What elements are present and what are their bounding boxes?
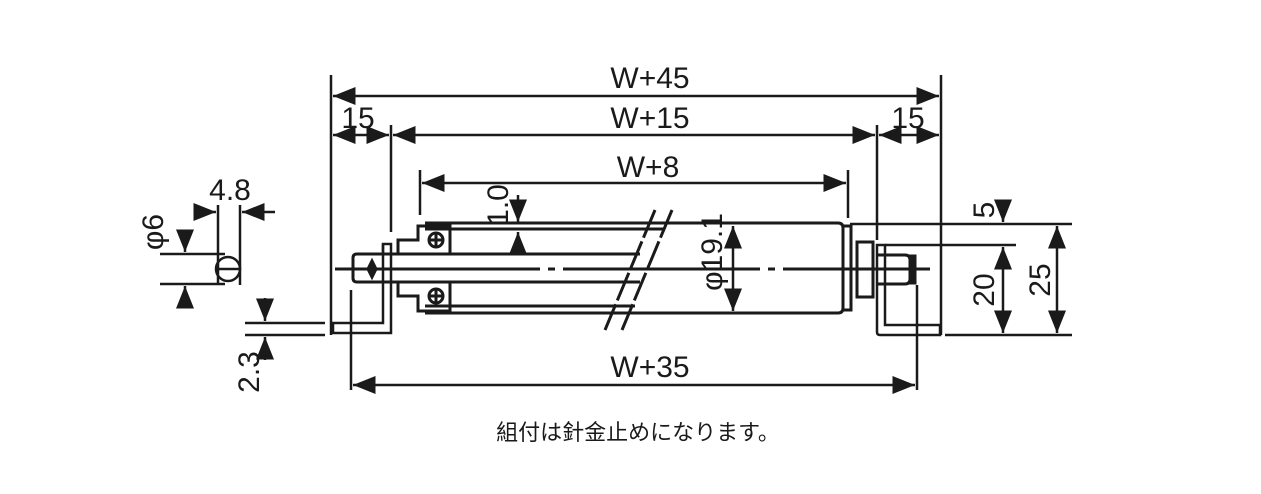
extension-lines: [245, 75, 1072, 390]
dim-2-3-label: 2.3: [233, 351, 266, 393]
dim-shaft-dia-label: φ6: [137, 214, 170, 250]
assembly-note: 組付は針金止めになります。: [496, 421, 780, 446]
dim-tube-dia-label: φ19.1: [696, 213, 729, 291]
dim-4-8-label: 4.8: [209, 174, 251, 207]
dim-w8-label: W+8: [617, 151, 680, 184]
dim-25-label: 25: [1024, 263, 1057, 296]
dim-w15-label: W+15: [610, 102, 689, 135]
dim-1-0-label: 1.0: [482, 184, 515, 226]
shaft-end-detail: [160, 203, 275, 309]
bearing-housings: [396, 224, 452, 313]
dim-15-right-label: 15: [891, 102, 924, 135]
dim-5-label: 5: [968, 202, 1001, 219]
dim-20-label: 20: [968, 273, 1001, 306]
dim-w35-label: W+35: [610, 351, 689, 384]
dim-w45-label: W+45: [610, 62, 689, 95]
shaft: [335, 252, 930, 286]
dimension-lines: [256, 87, 1066, 394]
brackets: [331, 242, 942, 337]
dim-15-left-label: 15: [341, 102, 374, 135]
